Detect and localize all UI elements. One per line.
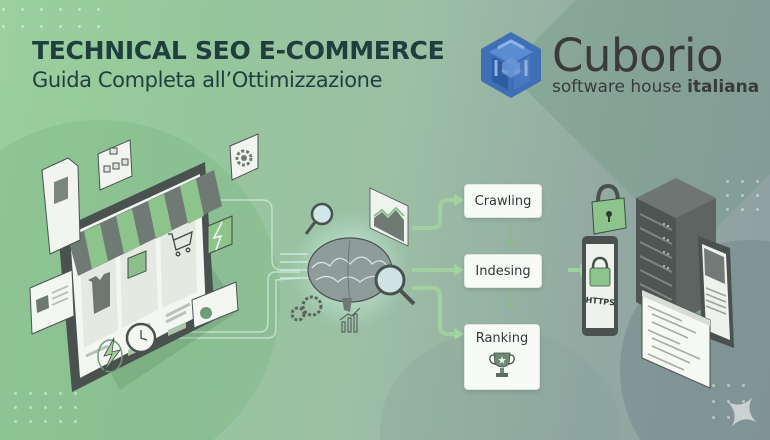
tshirt-icon [88, 272, 110, 314]
process-step-crawling: Crawling [464, 184, 542, 218]
process-step-ranking: Ranking [464, 324, 540, 390]
robots-txt-document-icon [41, 157, 81, 255]
blue-cube-logo-icon [481, 32, 541, 98]
web-page-card-icon [191, 281, 239, 329]
gears-icon [290, 295, 323, 322]
page-title: TECHNICAL SEO E-COMMERCE [32, 36, 445, 65]
server-security-illustration: HTTPS [582, 178, 734, 389]
code-document-icon [641, 289, 711, 389]
brand-tagline-regular: software house [552, 77, 688, 97]
brand-tagline: software house italiana [552, 77, 759, 97]
dot-grid-top-right [726, 180, 759, 211]
sparkle-star-icon [727, 397, 757, 427]
clock-icon [125, 322, 157, 354]
line-chart-icon [369, 187, 409, 247]
brand-name: Cuborio [552, 29, 724, 82]
speed-bolt-icon [97, 337, 123, 373]
awning [68, 170, 222, 276]
brand-tagline-bold: italiana [687, 77, 760, 97]
shopping-cart-icon [168, 230, 193, 257]
step-label: Crawling [474, 193, 532, 209]
magnifying-glass-icon [304, 202, 334, 235]
bar-chart-icon [339, 307, 361, 333]
title-block: TECHNICAL SEO E-COMMERCE Guida Completa … [32, 36, 445, 94]
search-engine-brain-illustration [280, 187, 416, 333]
process-step-indexing: Indesing [464, 254, 542, 288]
brain-icon [307, 237, 393, 312]
step-label: Ranking [475, 331, 529, 346]
ecommerce-storefront-illustration [29, 133, 300, 392]
https-label: HTTPS [585, 296, 615, 308]
sitemap-hierarchy-icon [97, 139, 133, 191]
dot-grid-top-left [2, 8, 100, 28]
shopping-bag-icon [127, 250, 147, 279]
padlock-icon [591, 183, 627, 235]
brand-logo: Cuborio software house italiana [478, 30, 759, 100]
web-page-card-icon [29, 269, 75, 335]
magnifying-glass-icon [374, 264, 416, 306]
step-label: Indesing [475, 263, 531, 279]
page-subtitle: Guida Completa all’Ottimizzazione [32, 68, 383, 92]
dot-grid-bottom-left [14, 392, 77, 423]
trophy-icon [489, 352, 515, 377]
smartphone-icon: HTTPS [582, 236, 618, 336]
lightning-bolt-icon [207, 215, 233, 255]
gear-icon [229, 133, 259, 181]
